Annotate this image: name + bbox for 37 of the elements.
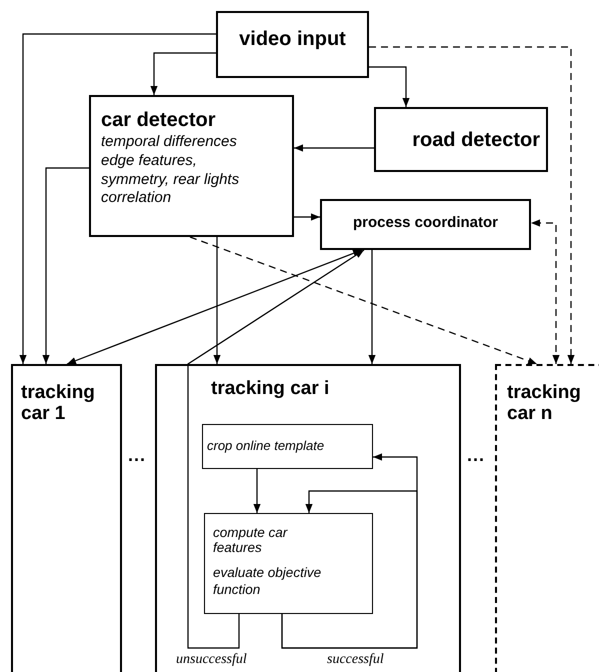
arrow xyxy=(294,144,374,152)
edge-label: unsuccessful xyxy=(174,652,249,668)
dashed-arrow xyxy=(369,46,575,364)
node-title: compute car features xyxy=(213,526,289,556)
arrow xyxy=(19,33,216,364)
node-title: tracking car i xyxy=(211,379,330,400)
arrow xyxy=(294,213,320,221)
node-title: tracking car 1 xyxy=(21,383,96,425)
node-title: crop online template xyxy=(207,439,324,454)
process-box xyxy=(202,424,373,469)
coordinator-box xyxy=(320,199,531,250)
node-title: car detector xyxy=(101,109,216,131)
dashed-arrow xyxy=(190,236,538,365)
node-text: temporal differences edge features, symmetry, rear lights correlation xyxy=(101,133,240,208)
node-text: evaluate objective function xyxy=(213,564,322,599)
arrow xyxy=(253,469,261,513)
ellipsis-mark: ... xyxy=(128,446,146,464)
arrow xyxy=(187,250,364,649)
edge-label: successful xyxy=(325,652,386,668)
process-box xyxy=(204,513,373,614)
arrow xyxy=(369,66,410,107)
arrow xyxy=(66,249,362,365)
dashed-arrow xyxy=(531,219,560,364)
node-title: tracking car n xyxy=(507,383,582,425)
node-title: video input xyxy=(239,28,346,50)
detector-box xyxy=(89,95,294,237)
input-box xyxy=(216,11,369,78)
ellipsis-mark: ... xyxy=(467,446,486,464)
tracking-panel xyxy=(11,364,122,672)
arrow xyxy=(150,52,216,95)
arrow xyxy=(281,490,418,649)
detector-box xyxy=(374,107,548,172)
arrow xyxy=(368,250,376,364)
node-title: road detector xyxy=(412,129,540,151)
node-title: process coordinator xyxy=(352,215,498,232)
arrow xyxy=(42,167,89,364)
arrow xyxy=(213,237,221,364)
